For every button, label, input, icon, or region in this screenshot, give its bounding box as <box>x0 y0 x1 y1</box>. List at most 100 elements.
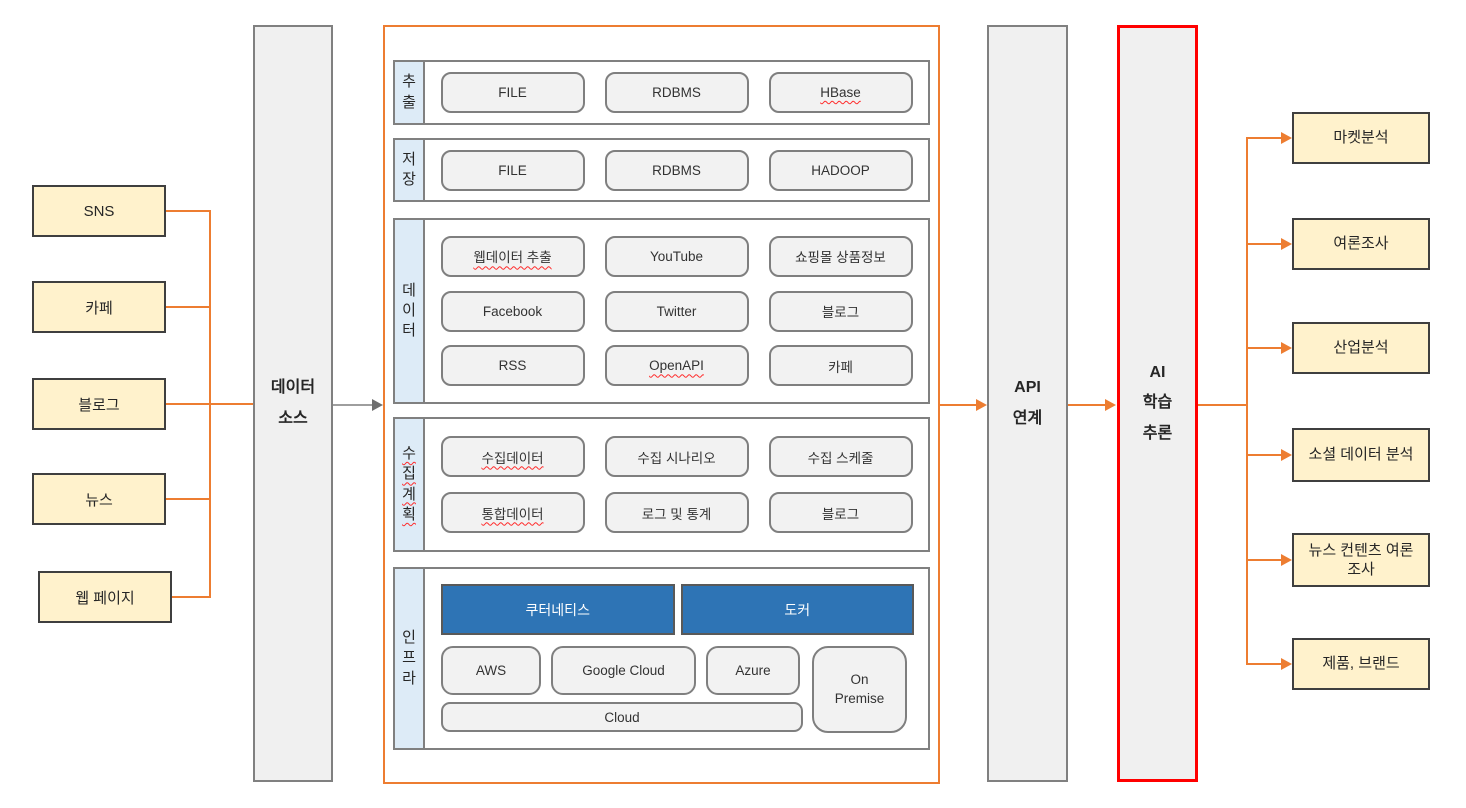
source-box-sns: SNS <box>32 185 166 237</box>
pill-webdata-extract: 웹데이터 추출 <box>440 235 585 277</box>
section-store-label: 저장 <box>395 140 425 200</box>
connector-line <box>333 404 373 406</box>
cloud-left-group: AWS Google Cloud Azure Cloud <box>441 646 803 732</box>
button-row: FILE RDBMS HADOOP <box>440 149 913 191</box>
arrow-right-icon <box>372 399 383 411</box>
ai-column: AI 학습 추론 <box>1117 25 1198 782</box>
section-store-content: FILE RDBMS HADOOP <box>425 140 928 200</box>
connector-line <box>166 498 210 500</box>
section-collection-plan-content: 수집데이터 수집 시나리오 수집 스케줄 통합데이터 로그 및 통계 블로그 <box>425 419 928 550</box>
section-label-text: 수집계획 <box>402 445 416 523</box>
source-box-blog: 블로그 <box>32 378 166 430</box>
pill-integrated-data: 통합데이터 <box>440 492 585 533</box>
pill-label: 통합데이터 <box>481 506 544 522</box>
api-column: API 연계 <box>987 25 1068 782</box>
pill-label: OpenAPI <box>649 358 704 374</box>
section-label-text: 추출 <box>402 73 416 111</box>
pill-rss: RSS <box>440 345 585 387</box>
platform-docker: 도커 <box>680 584 914 635</box>
button-row: Facebook Twitter 블로그 <box>440 290 913 332</box>
section-store: 저장 FILE RDBMS HADOOP <box>393 138 930 202</box>
pill-label: 웹데이터 추출 <box>473 250 552 266</box>
output-box-product-brand: 제품, 브랜드 <box>1292 638 1430 690</box>
pill-hbase: HBase <box>768 72 913 113</box>
section-label-text: 데이터 <box>402 281 416 340</box>
section-label-text: 저장 <box>402 150 416 188</box>
pill-collected-data: 수집데이터 <box>440 436 585 477</box>
section-data: 데이터 웹데이터 추출 YouTube 쇼핑몰 상품정보 Facebook Tw… <box>393 218 930 404</box>
connector-line <box>1246 137 1282 139</box>
arrow-right-icon <box>1281 132 1292 144</box>
pill-label: HBase <box>820 85 861 100</box>
arrow-right-icon <box>1105 399 1116 411</box>
source-box-news: 뉴스 <box>32 473 166 525</box>
platform-kubernetes: 쿠터네티스 <box>441 584 675 635</box>
button-row: 웹데이터 추출 YouTube 쇼핑몰 상품정보 <box>440 235 913 277</box>
button-row: RSS OpenAPI 카페 <box>440 345 913 387</box>
connector-line <box>1246 137 1248 665</box>
pill-youtube: YouTube <box>604 235 749 277</box>
connector-line <box>940 404 977 406</box>
pill-rdbms: RDBMS <box>604 72 749 113</box>
on-premise-box: On Premise <box>812 646 907 733</box>
connector-line <box>1246 663 1282 665</box>
pill-shopping-product-info: 쇼핑몰 상품정보 <box>768 235 913 277</box>
pipeline-box: 추출 FILE RDBMS HBase 저장 FILE RDBMS HADOOP <box>383 25 940 784</box>
pill-collection-schedule: 수집 스케줄 <box>768 436 913 477</box>
api-column-label: API 연계 <box>1012 379 1043 427</box>
data-source-column: 데이터 소스 <box>253 25 333 782</box>
pill-blog: 블로그 <box>768 492 913 533</box>
connector-line <box>209 210 211 598</box>
section-infra-content: 쿠터네티스 도커 AWS Google Cloud Azure Cloud On… <box>425 569 928 748</box>
connector-line <box>166 210 210 212</box>
output-box-industry-analysis: 산업분석 <box>1292 322 1430 374</box>
button-row: FILE RDBMS HBase <box>440 72 913 113</box>
button-row: 수집데이터 수집 시나리오 수집 스케줄 <box>440 436 913 477</box>
section-data-label: 데이터 <box>395 220 425 402</box>
cloud-row: AWS Google Cloud Azure <box>441 646 803 695</box>
arrow-right-icon <box>1281 554 1292 566</box>
section-label-text: 인프라 <box>402 629 416 687</box>
section-infra-label: 인프라 <box>395 569 425 748</box>
arrow-right-icon <box>1281 342 1292 354</box>
section-infra: 인프라 쿠터네티스 도커 AWS Google Cloud Azure Clou… <box>393 567 930 750</box>
ai-column-label: AI 학습 추론 <box>1142 363 1173 442</box>
section-extract-content: FILE RDBMS HBase <box>425 62 928 123</box>
output-box-market-analysis: 마켓분석 <box>1292 112 1430 164</box>
button-row: 통합데이터 로그 및 통계 블로그 <box>440 492 913 533</box>
output-box-social-data-analysis: 소셜 데이터 분석 <box>1292 428 1430 482</box>
section-data-content: 웹데이터 추출 YouTube 쇼핑몰 상품정보 Facebook Twitte… <box>425 220 928 402</box>
output-box-news-content-poll: 뉴스 컨텐츠 여론조사 <box>1292 533 1430 587</box>
pill-collection-scenario: 수집 시나리오 <box>604 436 749 477</box>
connector-line <box>172 596 210 598</box>
section-extract-label: 추출 <box>395 62 425 123</box>
cloud-area: AWS Google Cloud Azure Cloud On Premise <box>441 646 914 733</box>
arrow-right-icon <box>1281 449 1292 461</box>
connector-line <box>166 306 210 308</box>
pill-file: FILE <box>440 72 585 113</box>
arrow-right-icon <box>1281 238 1292 250</box>
data-source-column-label: 데이터 소스 <box>270 379 316 427</box>
connector-line <box>1246 559 1282 561</box>
pill-rdbms: RDBMS <box>604 149 749 191</box>
pill-hadoop: HADOOP <box>768 149 913 191</box>
cloud-google-cloud: Google Cloud <box>551 646 696 695</box>
pill-log-stats: 로그 및 통계 <box>604 492 749 533</box>
pill-label: 수집데이터 <box>481 450 544 466</box>
output-box-opinion-poll: 여론조사 <box>1292 218 1430 270</box>
section-collection-plan-label: 수집계획 <box>395 419 425 550</box>
connector-line <box>1198 404 1248 406</box>
pill-openapi: OpenAPI <box>604 345 749 387</box>
arrow-right-icon <box>976 399 987 411</box>
platform-row: 쿠터네티스 도커 <box>441 584 914 635</box>
pill-blog: 블로그 <box>768 290 913 332</box>
cloud-bar: Cloud <box>441 702 803 732</box>
pill-file: FILE <box>440 149 585 191</box>
arrow-right-icon <box>1281 658 1292 670</box>
cloud-aws: AWS <box>441 646 541 695</box>
pill-facebook: Facebook <box>440 290 585 332</box>
connector-line <box>1246 347 1282 349</box>
connector-line <box>1246 454 1282 456</box>
section-collection-plan: 수집계획 수집데이터 수집 시나리오 수집 스케줄 통합데이터 로그 및 통계 … <box>393 417 930 552</box>
